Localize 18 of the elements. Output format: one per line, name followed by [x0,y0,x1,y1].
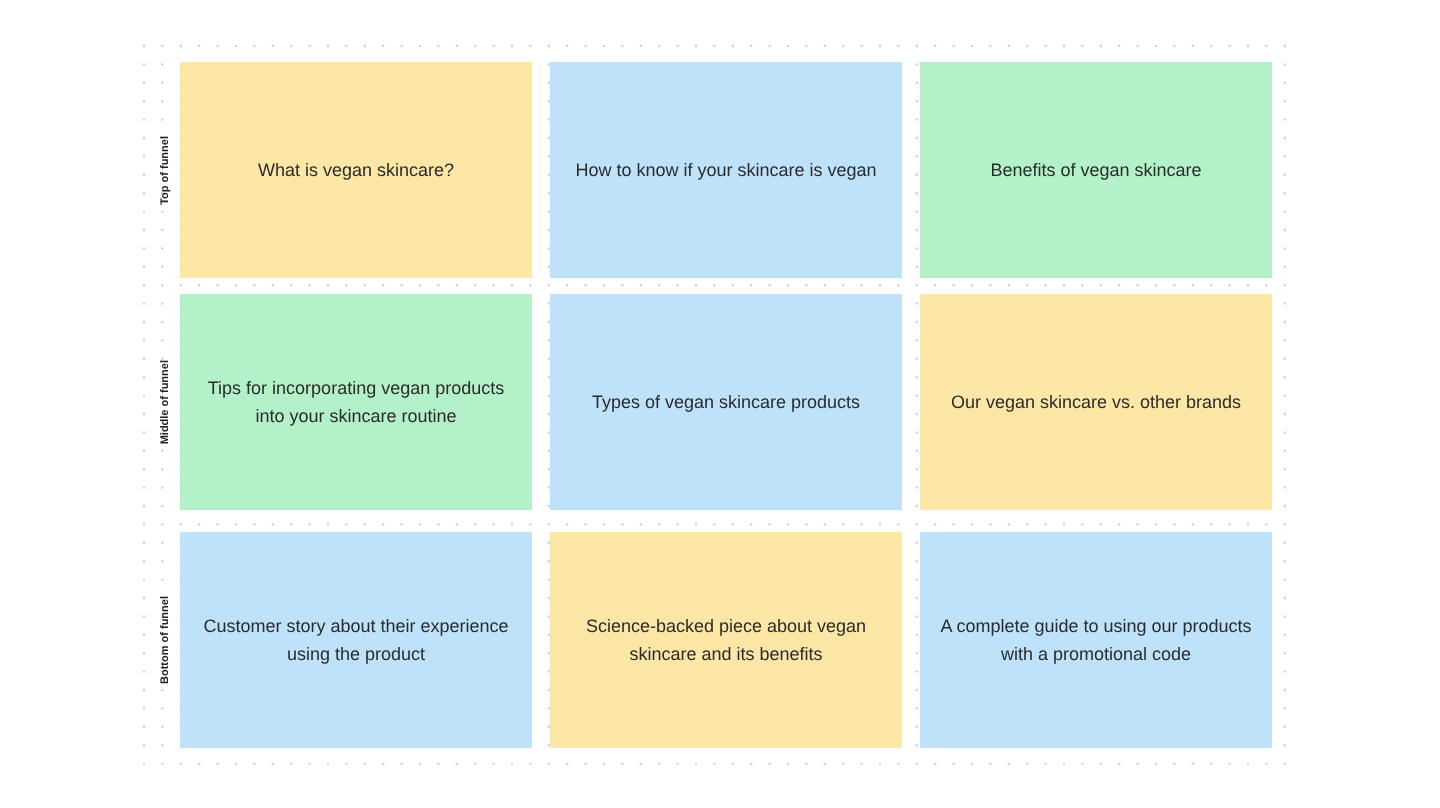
sticky-note [920,62,1272,278]
note-text: Tips for incorporating vegan products into your skincare routine [205,376,507,430]
note-text: Science-backed piece about vegan skincare and its benefits [583,614,869,668]
note-text: How to know if your skincare is vegan [575,158,877,184]
sticky-note [180,532,532,748]
sticky-note [180,62,532,278]
sticky-note [550,532,902,748]
sticky-note [550,294,902,510]
sticky-note [550,62,902,278]
note-text: Types of vegan skincare products [591,390,861,416]
note-text: A complete guide to using our products with a promotional code [938,614,1254,668]
note-text: Customer story about their experience using the product [201,614,511,668]
sticky-note [920,294,1272,510]
sticky-note [920,532,1272,748]
note-text: What is vegan skincare? [257,158,455,184]
sticky-note [180,294,532,510]
note-text: Benefits of vegan skincare [990,158,1202,184]
note-text: Our vegan skincare vs. other brands [950,390,1242,416]
